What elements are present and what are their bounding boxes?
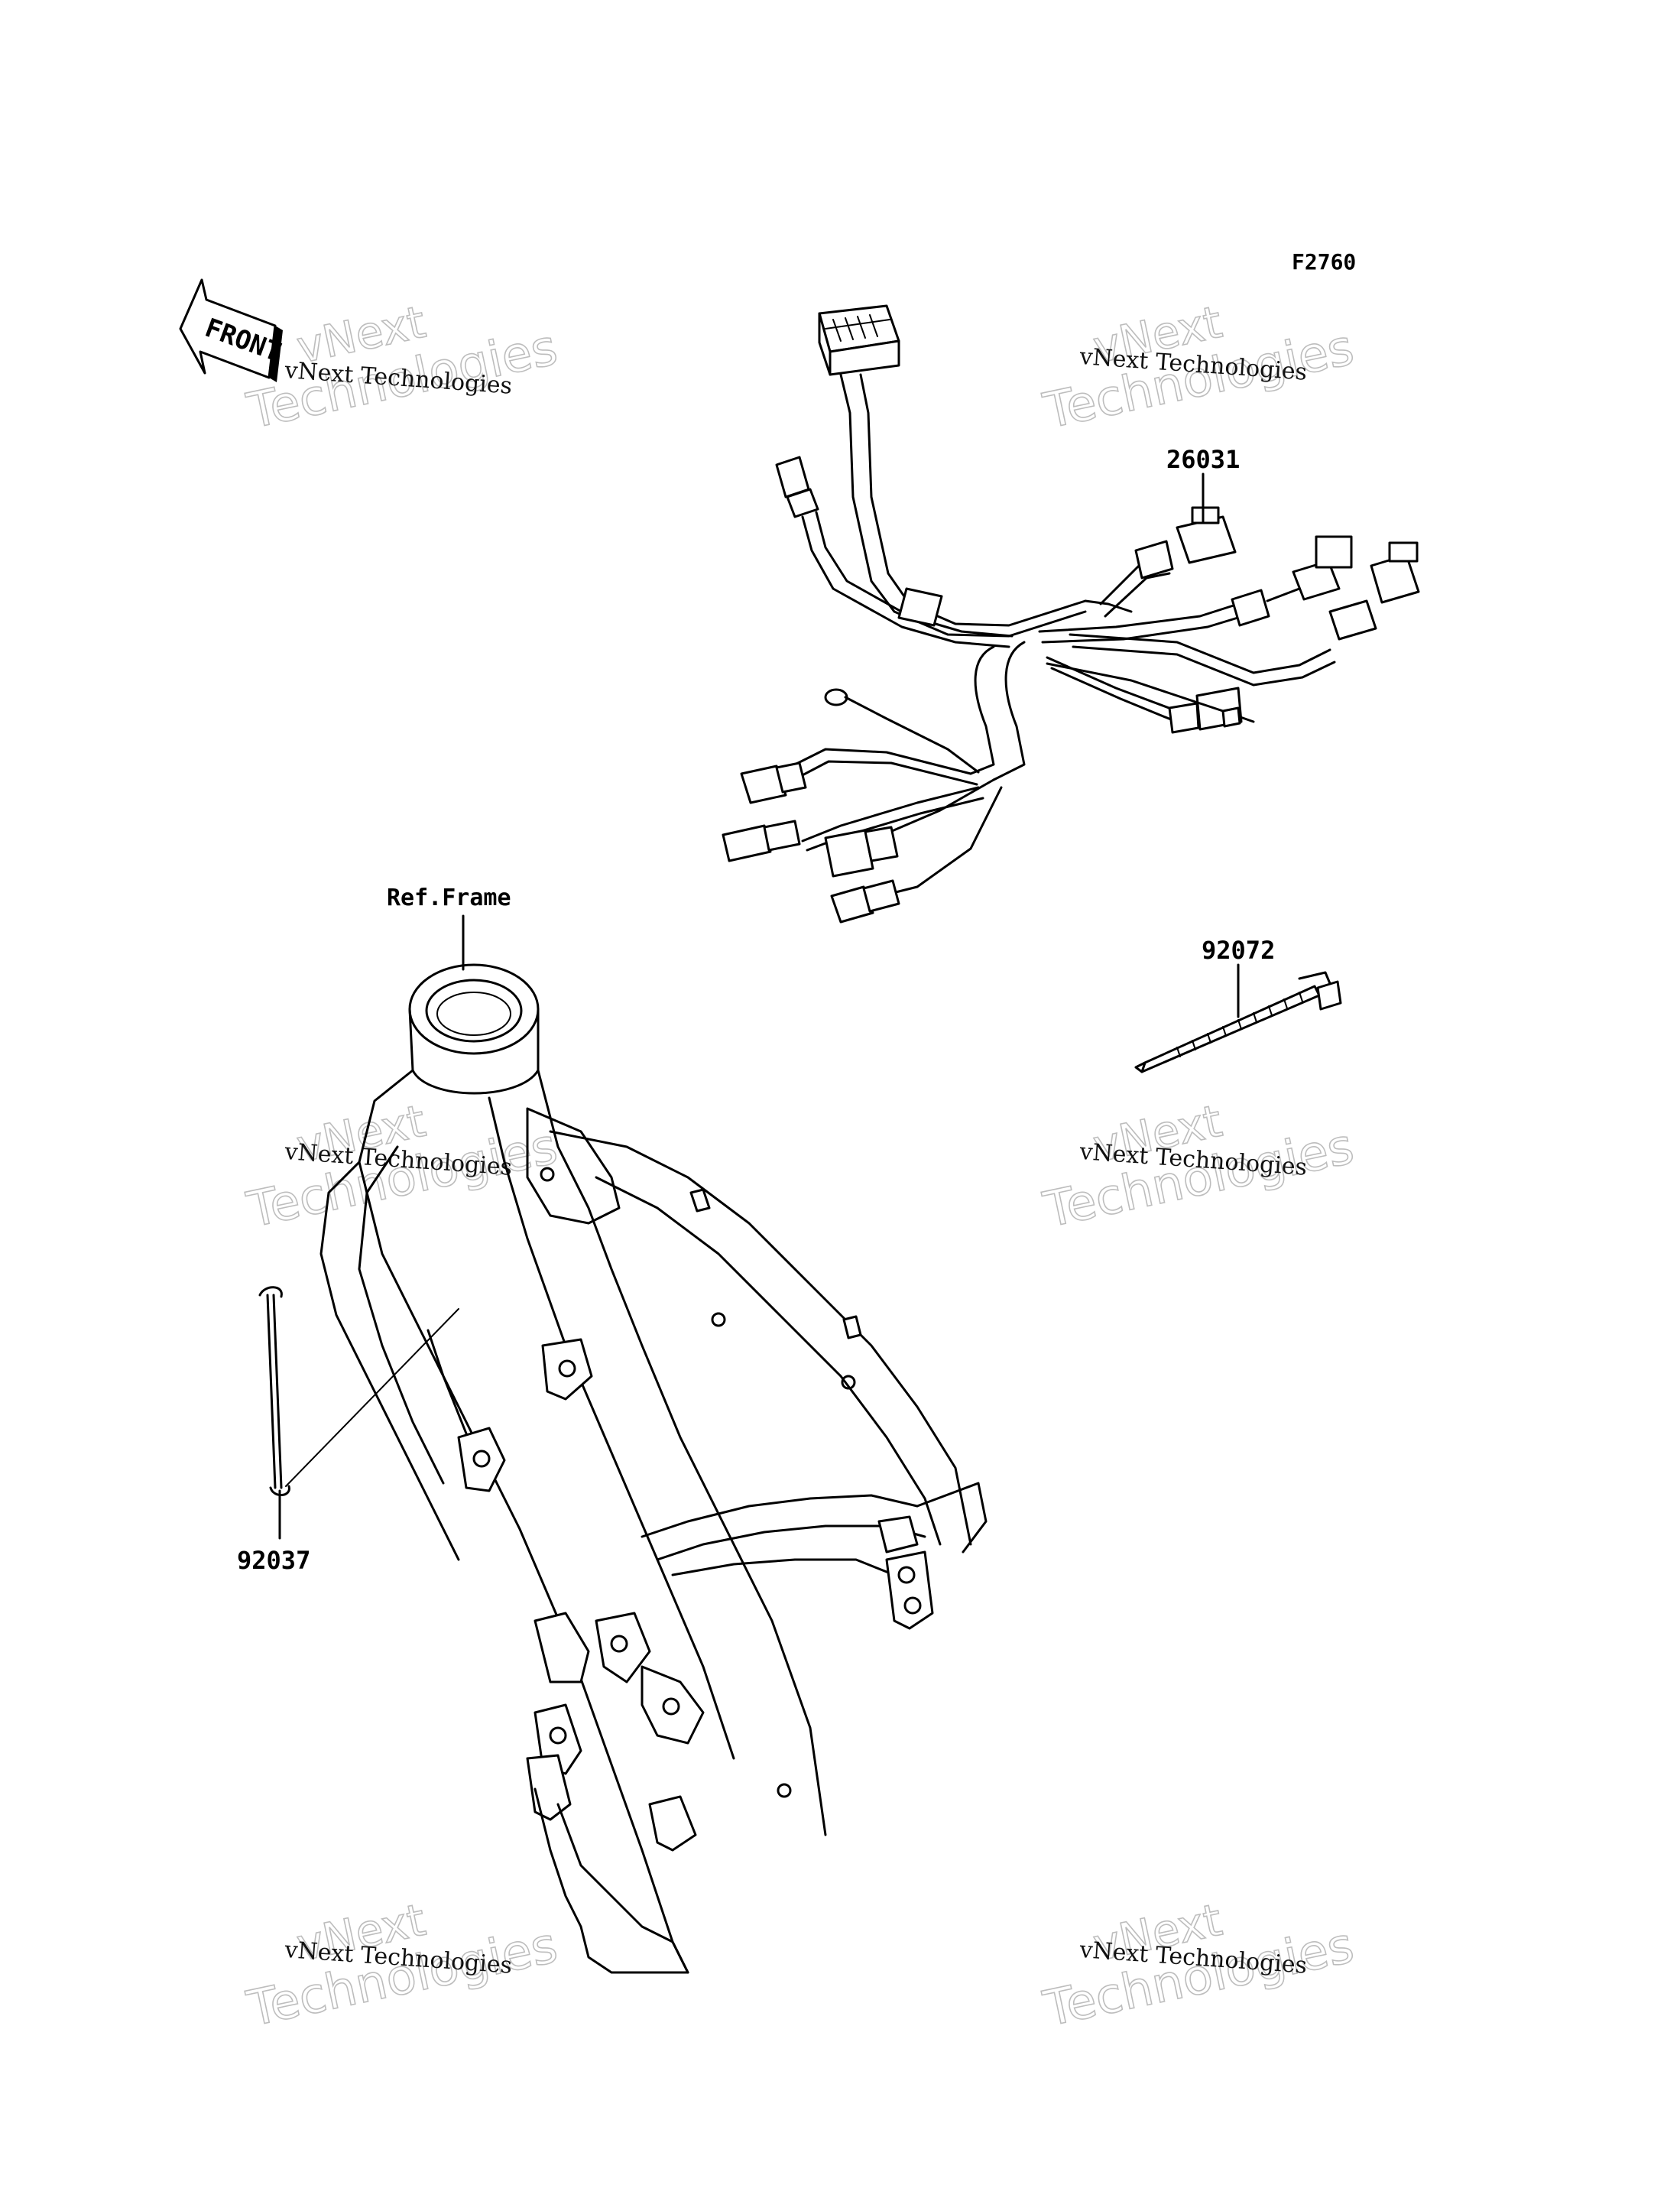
wiring-harness-drawing	[722, 304, 1420, 924]
watermark-top-left: vNext Technologies	[242, 295, 563, 441]
diagram-code: F2760	[1292, 249, 1356, 274]
clamp-drawing	[258, 1286, 459, 1540]
band-part-number: 92072	[1202, 936, 1275, 965]
band-drawing	[1134, 963, 1342, 1073]
frame-reference-label: Ref.Frame	[387, 885, 511, 911]
clamp-part-number: 92037	[237, 1546, 310, 1575]
front-arrow-icon: FRONT	[179, 278, 285, 382]
frame-drawing	[319, 963, 988, 1974]
harness-part-number: 26031	[1166, 445, 1240, 474]
